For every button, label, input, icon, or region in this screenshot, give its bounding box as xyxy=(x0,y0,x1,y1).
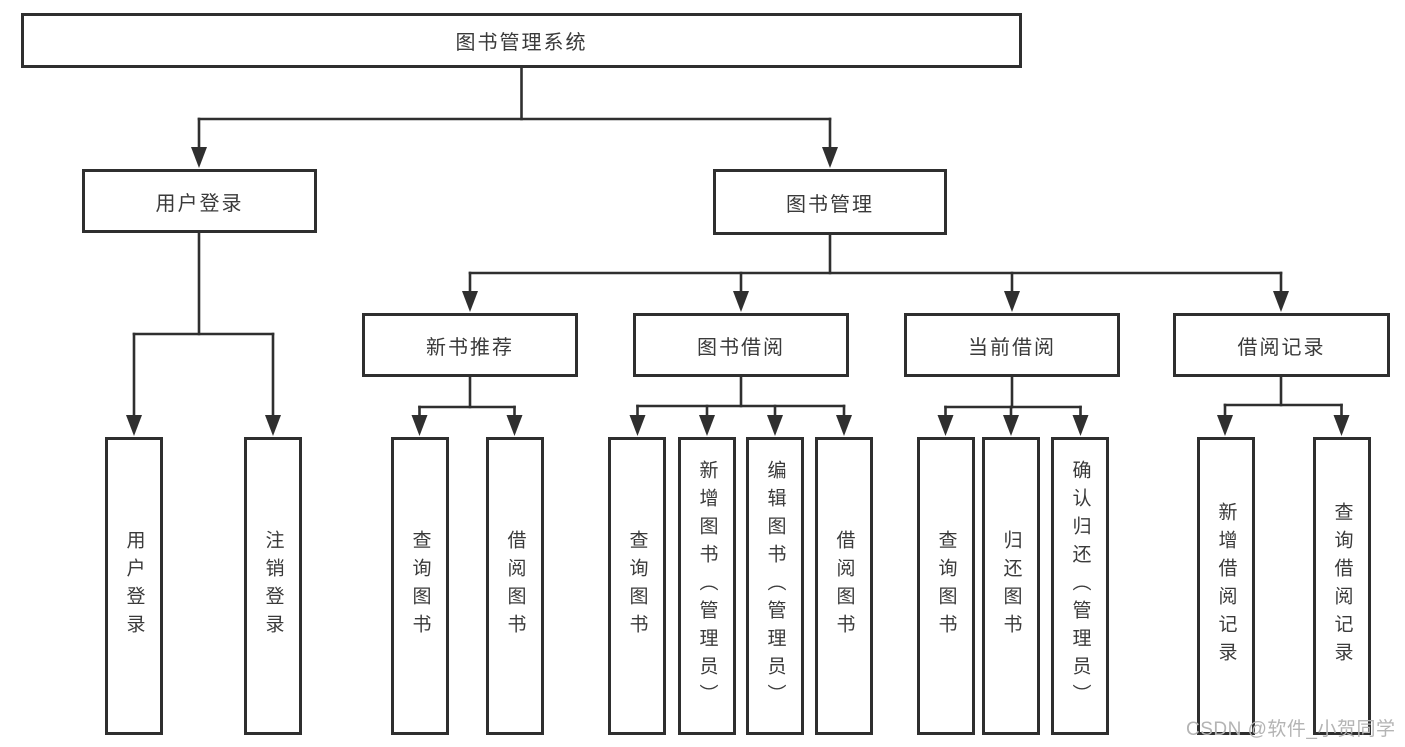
node-root: 图书管理系统 xyxy=(21,13,1022,68)
node-confirm-return-admin: 确认归还（管理员） xyxy=(1051,437,1109,735)
node-current-borrow-label: 当前借阅 xyxy=(968,336,1056,359)
node-edit-books-admin: 编辑图书（管理员） xyxy=(746,437,804,735)
node-book-borrow: 图书借阅 xyxy=(633,313,849,377)
node-borrow-records: 借阅记录 xyxy=(1173,313,1390,377)
node-root-label: 图书管理系统 xyxy=(455,32,588,54)
node-add-borrow-record-label: 新增借阅记录 xyxy=(1215,502,1237,670)
node-user-login-action-label: 用户登录 xyxy=(123,530,145,642)
node-user-login: 用户登录 xyxy=(82,169,317,233)
node-borrow-records-label: 借阅记录 xyxy=(1237,336,1326,359)
node-return-books-label: 归还图书 xyxy=(1000,530,1022,642)
node-query-borrow-record: 查询借阅记录 xyxy=(1313,437,1371,735)
node-book-management-label: 图书管理 xyxy=(786,193,874,216)
node-borrow-books-recommend-label: 借阅图书 xyxy=(504,530,526,642)
node-query-borrow-record-label: 查询借阅记录 xyxy=(1331,502,1353,670)
node-borrow-books-action-label: 借阅图书 xyxy=(833,530,855,642)
node-query-books-current: 查询图书 xyxy=(917,437,975,735)
node-borrow-books-recommend: 借阅图书 xyxy=(486,437,544,735)
node-add-books-admin-label: 新增图书（管理员） xyxy=(696,460,718,712)
node-query-books-current-label: 查询图书 xyxy=(935,530,957,642)
node-edit-books-admin-label: 编辑图书（管理员） xyxy=(764,460,786,712)
node-user-login-label: 用户登录 xyxy=(155,192,244,215)
node-user-login-action: 用户登录 xyxy=(105,437,163,735)
node-logout-action: 注销登录 xyxy=(244,437,302,735)
node-new-book-recommend-label: 新书推荐 xyxy=(426,336,514,359)
node-query-books-borrow: 查询图书 xyxy=(608,437,666,735)
node-return-books: 归还图书 xyxy=(982,437,1040,735)
node-query-books-recommend-label: 查询图书 xyxy=(409,530,431,642)
node-new-book-recommend: 新书推荐 xyxy=(362,313,578,377)
node-book-management: 图书管理 xyxy=(713,169,947,235)
node-add-borrow-record: 新增借阅记录 xyxy=(1197,437,1255,735)
node-logout-action-label: 注销登录 xyxy=(262,530,284,642)
node-borrow-books-action: 借阅图书 xyxy=(815,437,873,735)
node-query-books-borrow-label: 查询图书 xyxy=(626,530,648,642)
csdn-watermark: CSDN @软件_小贺同学 xyxy=(1186,719,1396,740)
arrowheads xyxy=(126,147,1350,436)
node-add-books-admin: 新增图书（管理员） xyxy=(678,437,736,735)
node-confirm-return-admin-label: 确认归还（管理员） xyxy=(1069,460,1091,712)
node-book-borrow-label: 图书借阅 xyxy=(697,336,785,359)
node-query-books-recommend: 查询图书 xyxy=(391,437,449,735)
node-current-borrow: 当前借阅 xyxy=(904,313,1120,377)
